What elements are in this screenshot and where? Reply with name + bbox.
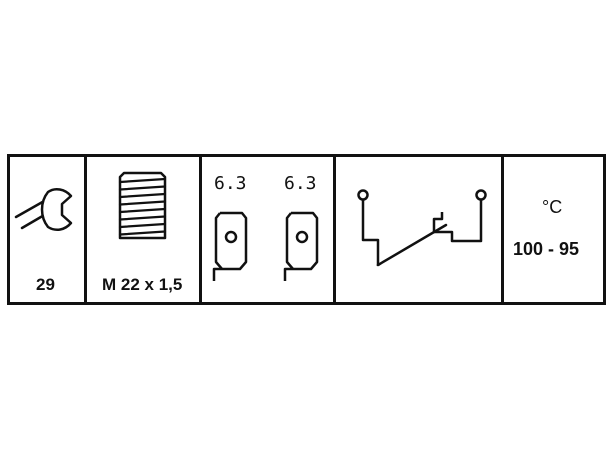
thread-bolt-icon: [118, 171, 167, 240]
spade-terminal-left-icon: [212, 211, 248, 281]
wrench-icon: [14, 187, 73, 232]
thread-spec-cell: M 22 x 1,5: [87, 157, 202, 302]
temperature-cell: °C 100 - 95: [504, 157, 603, 302]
wrench-size-label: 29: [36, 275, 55, 294]
thread-spec-label: M 22 x 1,5: [102, 275, 183, 294]
temperature-unit-label: °C: [542, 197, 563, 217]
terminal-cell: 6.3 6.3: [202, 157, 336, 302]
temperature-range-label: 100 - 95: [513, 239, 580, 259]
spec-strip: 29 M 22 x 1,5 6.3 6.3: [7, 154, 606, 305]
terminal-right-label: 6.3: [284, 173, 317, 194]
spade-terminal-right-icon: [283, 211, 319, 281]
switch-symbol-cell: [336, 157, 504, 302]
wrench-size-cell: 29: [10, 157, 87, 302]
terminal-left-label: 6.3: [214, 173, 247, 194]
thermal-switch-symbol-icon: [357, 189, 487, 267]
